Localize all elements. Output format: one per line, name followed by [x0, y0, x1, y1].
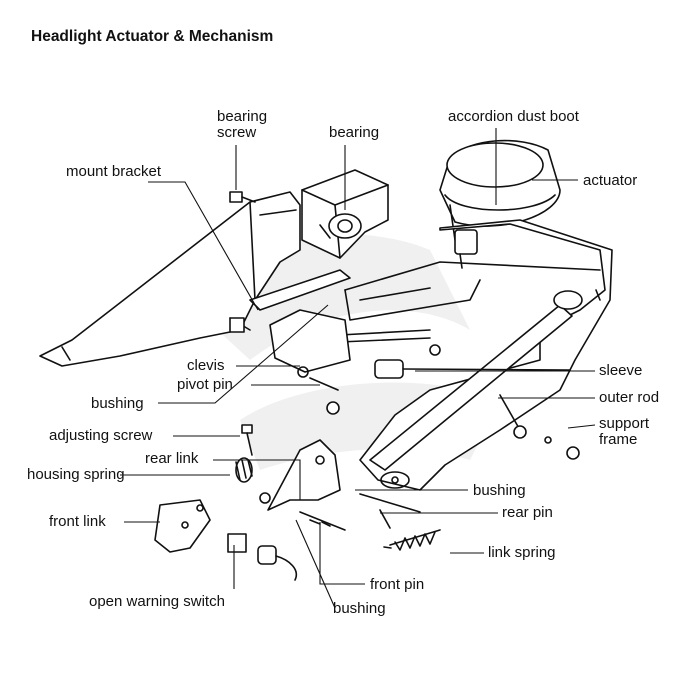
- front-link: [154, 499, 211, 553]
- open-warning-switch: [227, 533, 297, 581]
- actuator-body: [439, 139, 561, 269]
- label-link-spring: link spring: [488, 544, 556, 561]
- front-pin: [299, 511, 346, 531]
- label-accordion-dust-boot: accordion dust boot: [448, 108, 579, 125]
- label-rear-link: rear link: [145, 450, 199, 467]
- label-bearing: bearing: [329, 124, 380, 141]
- adjusting-screw: [241, 424, 253, 456]
- label-adjusting-screw: adjusting screw: [49, 427, 153, 444]
- label-open-warning-switch: open warning switch: [89, 593, 225, 610]
- label-bushing-left: bushing: [91, 395, 144, 412]
- label-clevis: clevis: [187, 357, 225, 374]
- housing-spring: [235, 457, 253, 483]
- label-sleeve: sleeve: [599, 362, 643, 379]
- label-front-pin: front pin: [370, 576, 425, 593]
- link-spring: [383, 529, 441, 551]
- label-support-frame-line1: support: [599, 415, 650, 432]
- label-mount-bracket: mount bracket: [66, 163, 162, 180]
- sleeve-part: [429, 344, 580, 460]
- label-bearing-screw-line2: screw: [217, 124, 257, 141]
- label-front-link: front link: [49, 513, 106, 530]
- leader-lines: [120, 128, 596, 609]
- label-bushing-right: bushing: [473, 482, 526, 499]
- label-support-frame-line2: frame: [599, 431, 638, 448]
- rear-link: [259, 439, 341, 511]
- diagram-title: Headlight Actuator & Mechanism: [31, 28, 274, 45]
- bearing-block: [301, 169, 389, 259]
- bearing-screw: [229, 191, 256, 203]
- label-housing-spring: housing spring: [27, 466, 125, 483]
- label-outer-rod: outer rod: [599, 389, 660, 406]
- label-actuator: actuator: [583, 172, 638, 189]
- label-bearing-screw-line1: bearing: [217, 108, 268, 125]
- label-rear-pin: rear pin: [502, 504, 553, 521]
- clevis-assembly: [229, 309, 351, 415]
- outer-rod: [369, 290, 583, 471]
- rear-pin: [359, 493, 421, 529]
- label-bushing-bottom: bushing: [333, 600, 386, 617]
- label-pivot-pin: pivot pin: [177, 376, 233, 393]
